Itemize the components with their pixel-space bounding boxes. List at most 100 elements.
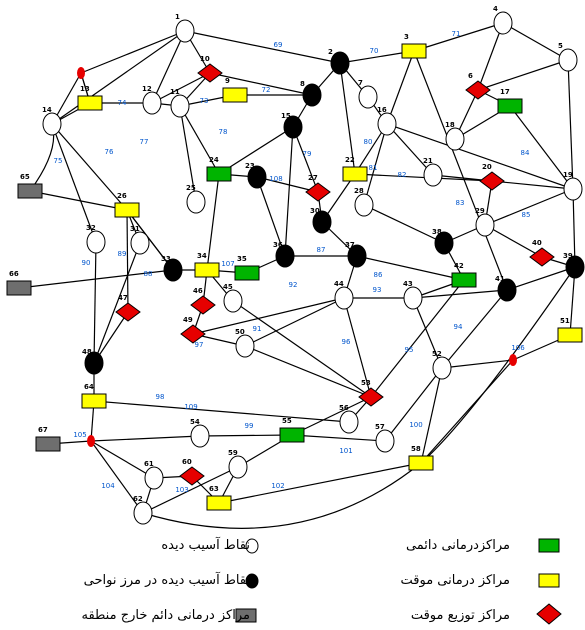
node-54 bbox=[190, 424, 210, 448]
road-edge-20-19 bbox=[491, 180, 574, 190]
road-edge-17-19 bbox=[509, 105, 574, 190]
edge-label-109: 109 bbox=[184, 403, 197, 411]
node-47 bbox=[115, 302, 141, 322]
road-edge-16-21 bbox=[386, 123, 434, 176]
node-label-62: 62 bbox=[133, 495, 143, 503]
road-edge-28-38 bbox=[363, 204, 445, 244]
node-label-60: 60 bbox=[182, 458, 192, 466]
road-edge-29-40 bbox=[484, 224, 543, 258]
road-edge-42-53 bbox=[370, 279, 465, 398]
edge-label-71: 71 bbox=[452, 30, 461, 38]
legend-white-circle-icon bbox=[245, 538, 259, 554]
node-28 bbox=[354, 193, 374, 217]
node-59 bbox=[228, 455, 248, 479]
node-19 bbox=[563, 177, 583, 201]
road-edge-65-26 bbox=[29, 190, 128, 211]
node-label-55: 55 bbox=[282, 417, 292, 425]
node-label-12: 12 bbox=[142, 85, 152, 93]
node-label-31: 31 bbox=[130, 225, 140, 233]
node-label-29: 29 bbox=[475, 207, 485, 215]
node-label-26: 26 bbox=[117, 192, 127, 200]
road-edge-15-24 bbox=[218, 126, 294, 175]
border-junction-j3 bbox=[509, 354, 517, 366]
edge-label-79: 79 bbox=[303, 150, 312, 158]
node-label-40: 40 bbox=[532, 239, 542, 247]
road-edge-39-41 bbox=[506, 266, 576, 291]
road-edge-24-34 bbox=[206, 173, 220, 271]
node-label-41: 41 bbox=[495, 275, 505, 283]
node-34 bbox=[194, 262, 220, 278]
road-edge-11-25 bbox=[179, 105, 197, 203]
node-23 bbox=[247, 165, 267, 189]
border-junction-j1 bbox=[77, 67, 85, 79]
node-9 bbox=[222, 87, 248, 103]
node-15 bbox=[283, 115, 303, 139]
node-30 bbox=[312, 210, 332, 234]
node-label-16: 16 bbox=[377, 106, 387, 114]
node-label-24: 24 bbox=[209, 156, 219, 164]
node-label-56: 56 bbox=[339, 404, 349, 412]
edge-label-93: 93 bbox=[373, 286, 382, 294]
edge-label-69: 69 bbox=[274, 41, 283, 49]
edge-label-90: 90 bbox=[82, 259, 91, 267]
edge-label-80: 80 bbox=[364, 138, 373, 146]
node-label-59: 59 bbox=[228, 449, 238, 457]
road-edge-11-24 bbox=[179, 105, 220, 175]
node-27 bbox=[305, 182, 331, 202]
road-edge-12-10 bbox=[151, 72, 211, 104]
edge-label-86: 86 bbox=[374, 271, 383, 279]
legend-red-center-label: مراکز توزیع موقت bbox=[410, 608, 510, 623]
node-label-36: 36 bbox=[273, 241, 283, 249]
node-label-35: 35 bbox=[237, 255, 247, 263]
edge-label-100: 100 bbox=[409, 421, 422, 429]
road-edge-1-2 bbox=[184, 30, 341, 64]
node-41 bbox=[497, 278, 517, 302]
node-55 bbox=[279, 427, 305, 443]
road-edge-58-j3 bbox=[420, 359, 514, 464]
node-65 bbox=[17, 183, 43, 199]
edge-label-103: 103 bbox=[175, 486, 188, 494]
node-3 bbox=[401, 43, 427, 59]
road-edge-64-56 bbox=[93, 400, 350, 423]
node-label-11: 11 bbox=[170, 88, 180, 96]
legend-white-node-label: نقاط آسیب دیده bbox=[161, 538, 250, 553]
node-29 bbox=[475, 213, 495, 237]
road-edge-44-49 bbox=[192, 297, 345, 335]
node-label-7: 7 bbox=[358, 79, 363, 87]
node-label-37: 37 bbox=[345, 241, 355, 249]
road-edge-41-43 bbox=[412, 289, 508, 299]
road-edge-3-41 bbox=[413, 50, 508, 291]
node-18 bbox=[445, 127, 465, 151]
node-13 bbox=[77, 95, 103, 111]
edge-label-73: 73 bbox=[200, 97, 209, 105]
node-25 bbox=[186, 190, 206, 214]
node-52 bbox=[432, 356, 452, 380]
node-label-23: 23 bbox=[245, 162, 255, 170]
road-edge-63-58 bbox=[218, 462, 422, 504]
node-label-45: 45 bbox=[223, 283, 233, 291]
road-edge-45-53 bbox=[232, 300, 372, 398]
edge-label-105: 105 bbox=[73, 431, 86, 439]
node-label-44: 44 bbox=[334, 280, 344, 288]
node-4 bbox=[493, 11, 513, 35]
road-edge-1-14 bbox=[51, 30, 186, 125]
road-edge-37-42 bbox=[356, 255, 465, 281]
node-label-10: 10 bbox=[200, 55, 210, 63]
node-label-32: 32 bbox=[86, 224, 96, 232]
road-edge-43-52 bbox=[412, 297, 443, 369]
node-label-4: 4 bbox=[493, 5, 498, 13]
edge-label-82: 82 bbox=[398, 171, 407, 179]
edge-label-99: 99 bbox=[245, 422, 254, 430]
node-8 bbox=[302, 83, 322, 107]
legend-black-node-label: نقاط آسیب دیده در مرز نواحی bbox=[83, 573, 250, 588]
node-label-18: 18 bbox=[445, 121, 455, 129]
edge-label-95: 95 bbox=[405, 346, 414, 354]
road-edge-j2-62 bbox=[90, 440, 144, 514]
edge-label-102: 102 bbox=[271, 482, 284, 490]
node-16 bbox=[377, 112, 397, 136]
road-edge-22-20 bbox=[354, 173, 493, 182]
node-label-39: 39 bbox=[563, 252, 573, 260]
node-label-54: 54 bbox=[190, 418, 200, 426]
road-edge-55-57 bbox=[291, 434, 386, 442]
road-curve-58-39 bbox=[420, 266, 576, 464]
